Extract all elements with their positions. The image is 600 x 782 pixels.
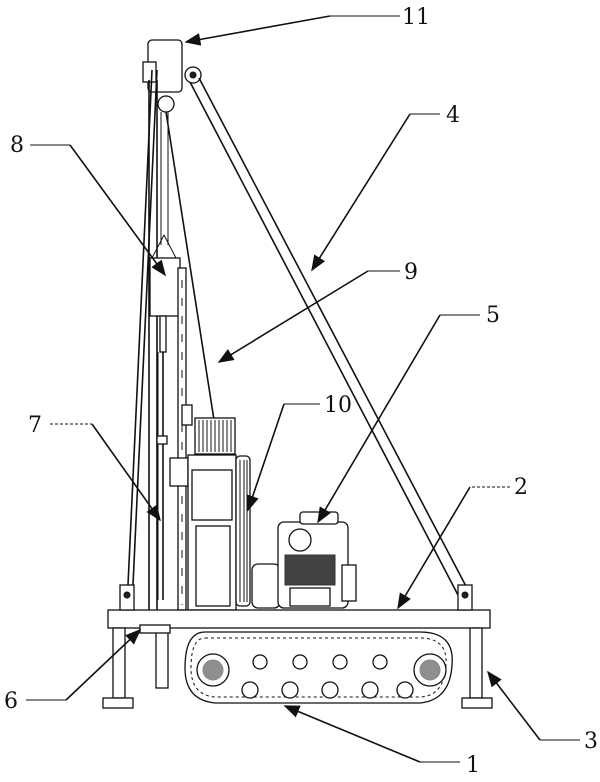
drill-head (149, 257, 181, 600)
engine (251, 511, 357, 609)
callout-4: 4 (446, 103, 460, 128)
support-legs (102, 624, 493, 709)
belt-drive (235, 455, 251, 607)
callout-2: 2 (514, 475, 528, 500)
diagonal-brace (189, 77, 469, 596)
callout-3: 3 (584, 729, 598, 754)
platform (107, 584, 491, 629)
winch (194, 417, 236, 455)
callout-9: 9 (404, 260, 418, 285)
callout-8: 8 (10, 133, 24, 158)
callout-7: 7 (28, 413, 42, 438)
callout-6: 6 (4, 689, 18, 714)
callout-5: 5 (486, 303, 500, 328)
callout-1: 1 (466, 753, 480, 778)
gearbox (187, 454, 237, 611)
callout-10: 10 (324, 393, 352, 418)
crawler-track (184, 631, 453, 704)
leader-lines (26, 15, 580, 763)
callout-11: 11 (402, 5, 430, 30)
mast (127, 69, 158, 612)
hoist-cable (151, 111, 215, 421)
